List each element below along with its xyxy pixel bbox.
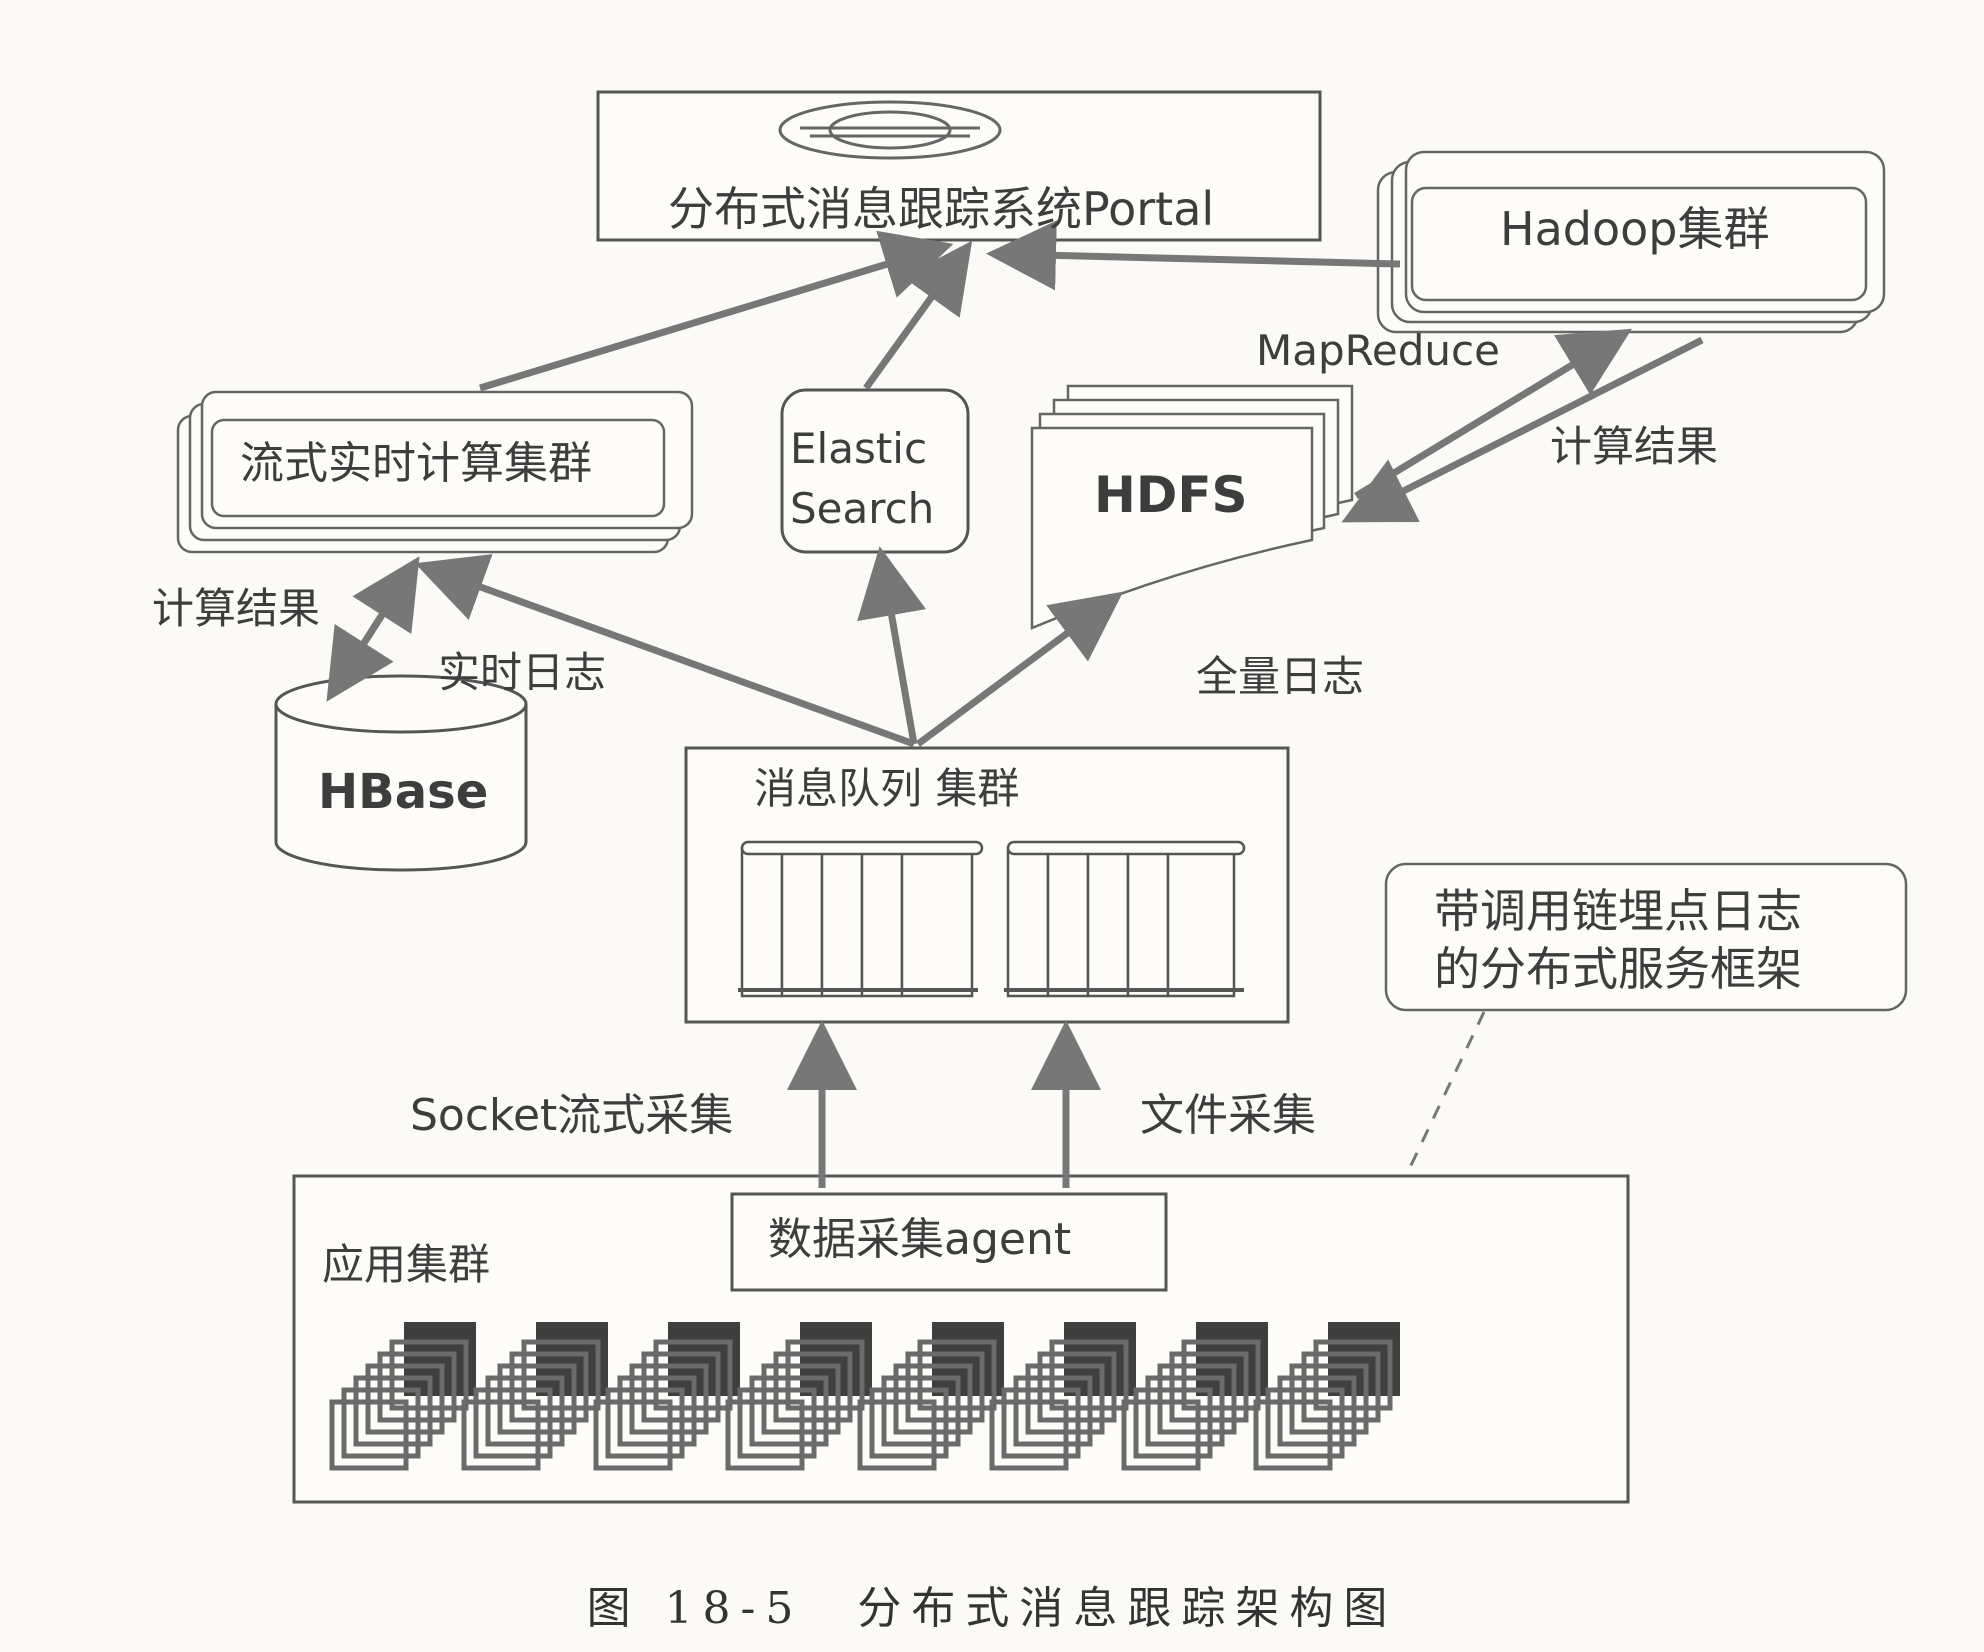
server-stack-icon	[329, 1322, 476, 1471]
arrow-mq-to-stream	[414, 554, 916, 748]
hadoop-label: Hadoop集群	[1500, 202, 1770, 256]
server-stack-icon	[857, 1322, 1004, 1471]
hdfs-label: HDFS	[1094, 466, 1248, 524]
portal-box	[596, 90, 1322, 242]
agent-box	[730, 1192, 1168, 1292]
mapreduce-label: MapReduce	[1256, 326, 1500, 375]
arrow-mq-to-es	[857, 546, 927, 745]
portal-logo-icon	[778, 100, 1002, 160]
server-stack-icon	[1253, 1322, 1400, 1471]
hdfs-document-stack	[1030, 384, 1354, 630]
calc-result-right-label: 计算结果	[1550, 422, 1719, 471]
stream-cluster-box	[176, 390, 694, 554]
server-stack-icon	[989, 1322, 1136, 1471]
server-stack-icon	[593, 1322, 740, 1471]
hbase-label: HBase	[318, 764, 489, 820]
arrow-hadoop-to-hdfs	[1341, 336, 1704, 523]
server-stacks	[329, 1322, 1400, 1471]
full-log-label: 全量日志	[1196, 652, 1365, 701]
file-collect-label: 文件采集	[1140, 1090, 1316, 1141]
queue-icon	[738, 840, 984, 998]
hbase-cylinder	[274, 674, 528, 872]
realtime-log-label: 实时日志	[438, 648, 607, 697]
server-stack-icon	[1121, 1322, 1268, 1471]
portal-label: 分布式消息跟踪系统Portal	[668, 182, 1215, 236]
socket-collect-label: Socket流式采集	[410, 1090, 734, 1141]
app-cluster-label: 应用集群	[322, 1240, 491, 1289]
arrow-hadoop-to-portal	[986, 220, 1401, 291]
arrow-mq-to-hdfs	[915, 591, 1124, 747]
arrow-es-to-portal	[863, 240, 973, 391]
stream-cluster-label: 流式实时计算集群	[240, 438, 592, 489]
figure-caption: 图 18-5 分布式消息跟踪架构图	[586, 1583, 1398, 1634]
server-stack-icon	[725, 1322, 872, 1471]
server-stack-icon	[461, 1322, 608, 1471]
queue-icon	[1004, 840, 1246, 998]
hadoop-cluster-box	[1376, 150, 1886, 334]
calc-result-left-label: 计算结果	[152, 584, 321, 633]
mq-cluster-label: 消息队列 集群	[754, 764, 1020, 813]
elasticsearch-label-line1: Elastic	[790, 424, 928, 473]
elasticsearch-label-line2: Search	[790, 484, 935, 533]
framework-note-line2: 的分布式服务框架	[1434, 942, 1802, 996]
framework-note-box	[1384, 862, 1908, 1012]
mq-cluster-box	[684, 746, 1290, 1024]
arrow-hbase-to-stream	[331, 556, 420, 692]
framework-note-line1: 带调用链埋点日志	[1434, 884, 1802, 938]
agent-label: 数据采集agent	[768, 1214, 1072, 1265]
arrow-stream-to-portal	[478, 230, 954, 392]
